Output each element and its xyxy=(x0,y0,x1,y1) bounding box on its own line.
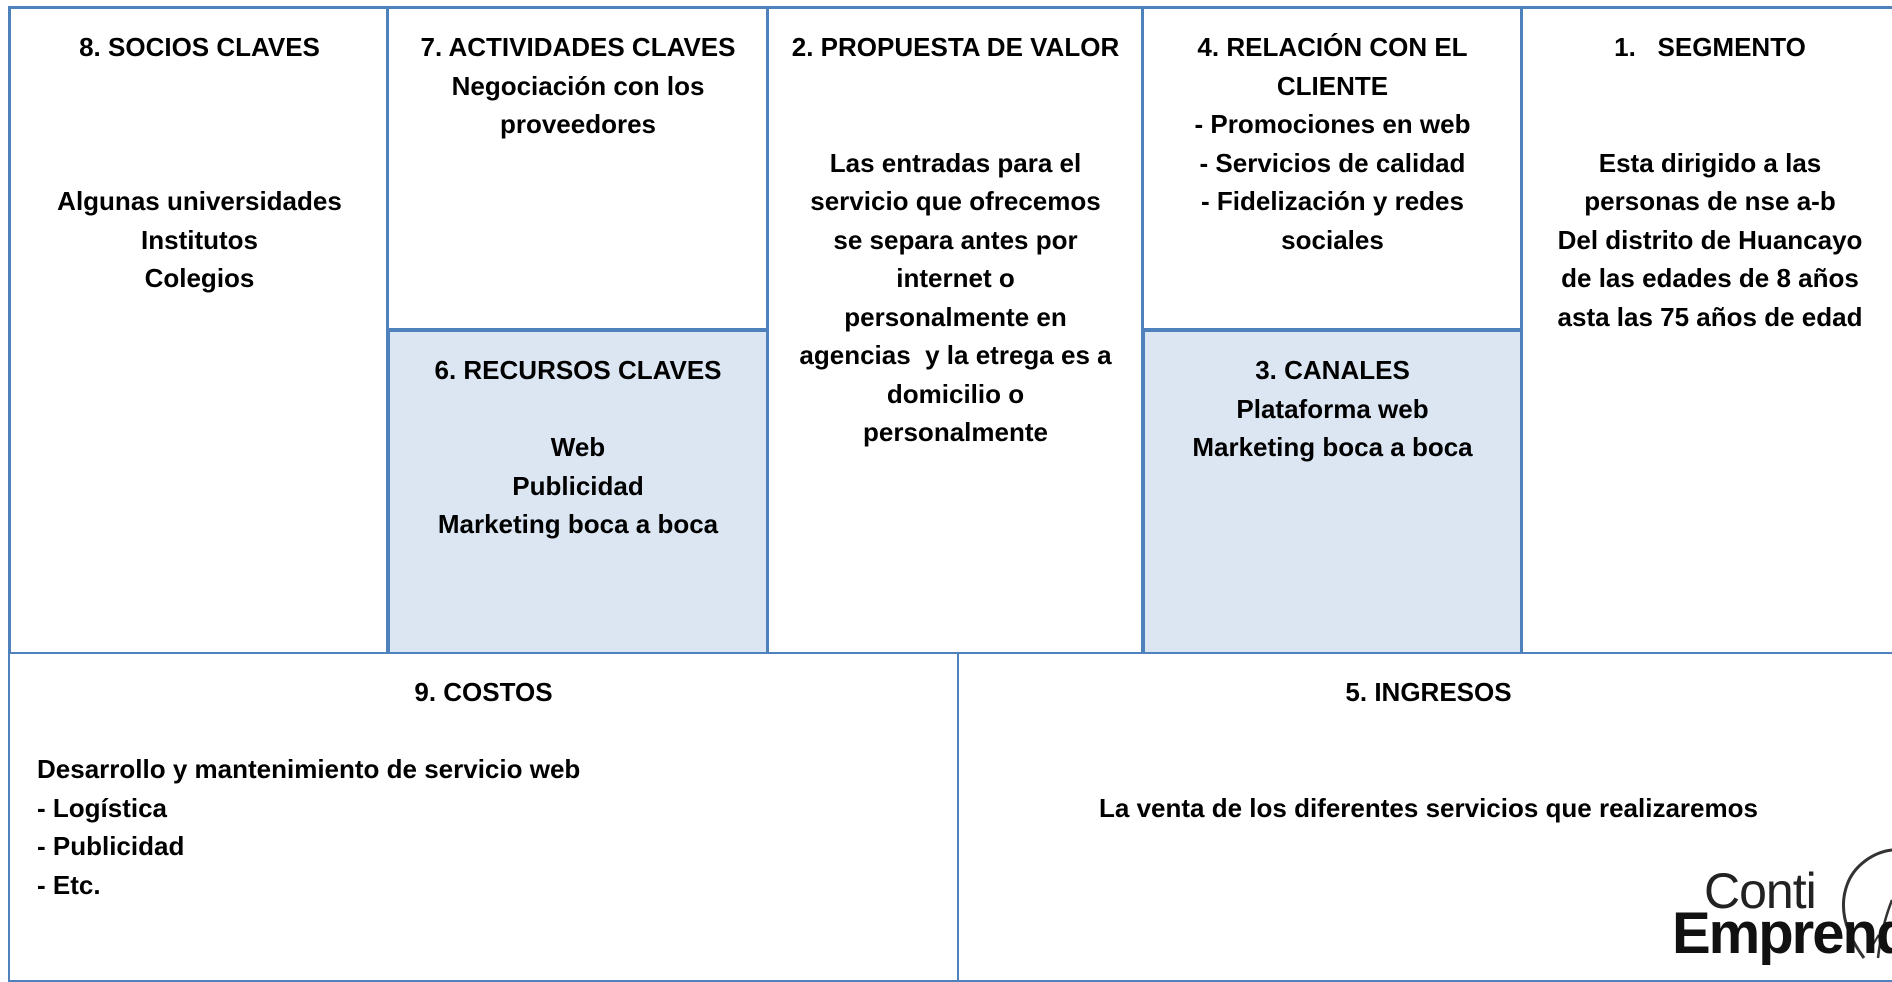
block-line: - Etc. xyxy=(37,869,101,900)
block-line xyxy=(390,390,766,429)
block-line: personalmente en xyxy=(844,301,1067,332)
block-title: 3. CANALES xyxy=(1255,355,1410,385)
block-line: proveedores xyxy=(499,109,657,139)
block-line: Desarrollo y mantenimiento de servicio w… xyxy=(37,754,581,784)
block-title: 7. ACTIVIDADES CLAVES xyxy=(420,32,736,62)
block-line: Algunas universidades xyxy=(57,186,342,216)
block-line xyxy=(11,67,388,106)
block-line: Plataforma web xyxy=(1236,393,1429,424)
block-line: internet o xyxy=(896,263,1015,293)
block-line: Negociación con los xyxy=(451,70,705,101)
block-line: Publicidad xyxy=(512,470,644,501)
block-line xyxy=(11,144,388,183)
block-line: - Publicidad xyxy=(37,831,185,861)
block-title: 4. RELACIÓN CON EL xyxy=(1197,32,1468,62)
block-ingresos: 5. INGRESOS La venta de los diferentes s… xyxy=(957,652,1892,982)
lightbulb-icon xyxy=(1841,848,1892,959)
block-line: asta las 75 años de edad xyxy=(1557,301,1863,332)
block-title: 1. SEGMENTO xyxy=(1614,32,1806,62)
block-title: 2. PROPUESTA DE VALOR xyxy=(791,32,1120,62)
block-segmento: 1. SEGMENTO Esta dirigido a las personas… xyxy=(1520,6,1892,656)
block-canales: 3. CANALES Plataforma web Marketing boca… xyxy=(1141,328,1524,656)
block-line: - Servicios de calidad xyxy=(1199,147,1466,178)
block-title: 6. RECURSOS CLAVES xyxy=(434,355,722,385)
block-line: Esta dirigido a las xyxy=(1598,147,1822,178)
block-line xyxy=(769,67,1142,106)
conti-emprende-logo: Conti Emprende xyxy=(1642,840,1892,970)
block-line: - Fidelización y redes xyxy=(1201,186,1464,216)
block-title: 9. COSTOS xyxy=(414,677,553,707)
block-line: Marketing boca a boca xyxy=(437,509,719,539)
block-relacion-con-el-cliente: 4. RELACIÓN CON EL CLIENTE - Promociones… xyxy=(1141,6,1524,332)
block-propuesta-de-valor: 2. PROPUESTA DE VALOR Las entradas para … xyxy=(766,6,1145,656)
block-line xyxy=(959,712,1892,751)
block-line: servicio que ofrecemos xyxy=(810,186,1101,216)
block-line: Las entradas para el xyxy=(829,147,1082,178)
block-line: domicilio o xyxy=(886,378,1025,409)
block-line: personas de nse a-b xyxy=(1584,186,1836,216)
block-line: Colegios xyxy=(144,263,255,293)
block-line xyxy=(11,105,388,144)
block-line: se separa antes por xyxy=(833,224,1078,255)
block-line: CLIENTE xyxy=(1276,70,1389,101)
block-line: Marketing boca a boca xyxy=(1192,432,1473,462)
logo-text-2: Emprende xyxy=(1672,901,1892,966)
logo-text: Conti xyxy=(1704,863,1817,919)
block-line: - Promociones en web xyxy=(1194,109,1471,139)
block-line xyxy=(1523,105,1892,144)
block-line: de las edades de 8 años xyxy=(1561,263,1859,293)
block-line xyxy=(769,105,1142,144)
block-title: 5. INGRESOS xyxy=(1345,677,1512,707)
block-line xyxy=(37,712,957,751)
block-line: Institutos xyxy=(141,224,258,255)
block-actividades-claves: 7. ACTIVIDADES CLAVES Negociación con lo… xyxy=(386,6,770,332)
block-line: agencias y la etrega es a xyxy=(799,340,1112,370)
block-recursos-claves: 6. RECURSOS CLAVES Web Publicidad Market… xyxy=(386,328,770,656)
block-line xyxy=(1523,67,1892,106)
block-line: La venta de los diferentes servicios que… xyxy=(1099,792,1758,823)
block-costos: 9. COSTOS Desarrollo y mantenimiento de … xyxy=(8,652,959,982)
block-line: personalmente xyxy=(863,417,1048,447)
block-line: - Logística xyxy=(37,792,168,823)
block-socios-claves: 8. SOCIOS CLAVES Algunas universidades I… xyxy=(8,6,391,656)
block-title: 8. SOCIOS CLAVES xyxy=(79,32,320,62)
block-line: Del distrito de Huancayo xyxy=(1557,224,1863,255)
block-line xyxy=(959,750,1892,789)
block-line: sociales xyxy=(1281,224,1384,255)
block-line: Web xyxy=(550,432,606,462)
